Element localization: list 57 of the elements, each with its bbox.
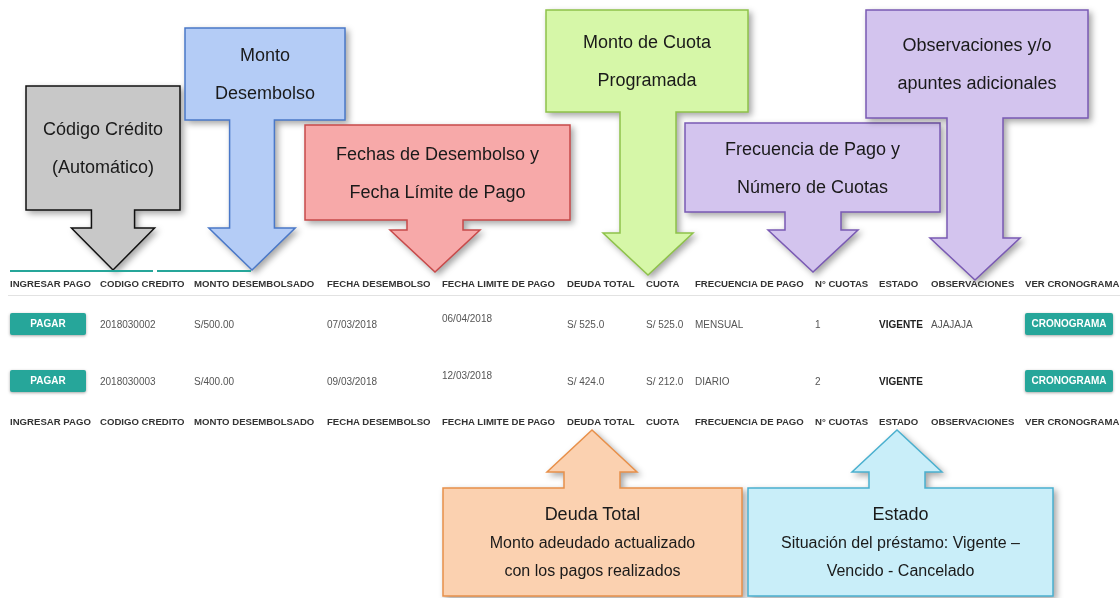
column-header: CUOTA [646, 278, 680, 289]
column-header: CODIGO CREDITO [100, 278, 185, 289]
table-cell: S/ 525.0 [646, 319, 684, 330]
column-header: ESTADO [879, 278, 919, 289]
table-cell: 2 [815, 376, 821, 387]
column-header: VER CRONOGRAMA [1025, 416, 1120, 427]
table-cell: S/ 525.0 [567, 319, 605, 330]
column-header: CUOTA [646, 416, 680, 427]
column-header: DEUDA TOTAL [567, 416, 635, 427]
callout-title: Observaciones y/o apuntes adicionales [896, 34, 1058, 95]
column-header: OBSERVACIONES [931, 416, 1015, 427]
column-header: CODIGO CREDITO [100, 416, 185, 427]
table-cell: MENSUAL [695, 319, 744, 330]
callout-title: Monto Desembolso [213, 44, 316, 105]
column-header: ESTADO [879, 416, 919, 427]
table-cell: AJAJAJA [931, 319, 973, 330]
status-text: VIGENTE [879, 319, 923, 330]
table-cell: S/500.00 [194, 319, 235, 330]
callout-text: Monto adeudado actualizado con los pagos realizados [488, 533, 697, 581]
callout-title: Frecuencia de Pago y Número de Cuotas [723, 137, 902, 199]
column-header: FECHA DESEMBOLSO [327, 416, 431, 427]
table-cell: 06/04/2018 [442, 313, 493, 324]
table-cell: S/ 212.0 [646, 376, 684, 387]
column-header: VER CRONOGRAMA [1025, 278, 1120, 289]
callout-title: Fechas de Desembolso y Fecha Límite de Pago [334, 142, 541, 204]
column-header: MONTO DESEMBOLSADO [194, 278, 315, 289]
table-cell: 07/03/2018 [327, 319, 378, 330]
table-cell: 12/03/2018 [442, 370, 493, 381]
schedule-button: CRONOGRAMA [1025, 313, 1113, 335]
table-cell: DIARIO [695, 376, 730, 387]
column-header: N° CUOTAS [815, 278, 869, 289]
schedule-button: CRONOGRAMA [1025, 370, 1113, 392]
callout-title: Deuda Total [544, 503, 641, 526]
callout-title: Estado [872, 503, 929, 526]
status-text: VIGENTE [879, 376, 923, 387]
callout-title: Monto de Cuota Programada [581, 31, 713, 92]
column-header: DEUDA TOTAL [567, 278, 635, 289]
column-header: FECHA LIMITE DE PAGO [442, 278, 555, 289]
pay-button: PAGAR [10, 313, 86, 335]
column-header: FECHA LIMITE DE PAGO [442, 416, 555, 427]
table-cell: S/ 424.0 [567, 376, 605, 387]
table-cell: 2018030002 [100, 319, 156, 330]
callout-title: Código Crédito (Automático) [41, 118, 165, 179]
column-header: FRECUENCIA DE PAGO [695, 416, 804, 427]
column-header: FECHA DESEMBOLSO [327, 278, 431, 289]
column-header: INGRESAR PAGO [10, 278, 91, 289]
column-header: MONTO DESEMBOLSADO [194, 416, 315, 427]
table-cell: 1 [815, 319, 821, 330]
callout-text: Situación del préstamo: Vigente – Vencido - Cancelado [780, 533, 1021, 581]
column-header: OBSERVACIONES [931, 278, 1015, 289]
column-header: FRECUENCIA DE PAGO [695, 278, 804, 289]
pay-button: PAGAR [10, 370, 86, 392]
table-cell: 09/03/2018 [327, 376, 378, 387]
table-cell: 2018030003 [100, 376, 156, 387]
column-header: INGRESAR PAGO [10, 416, 91, 427]
column-header: N° CUOTAS [815, 416, 869, 427]
table-cell: S/400.00 [194, 376, 235, 387]
